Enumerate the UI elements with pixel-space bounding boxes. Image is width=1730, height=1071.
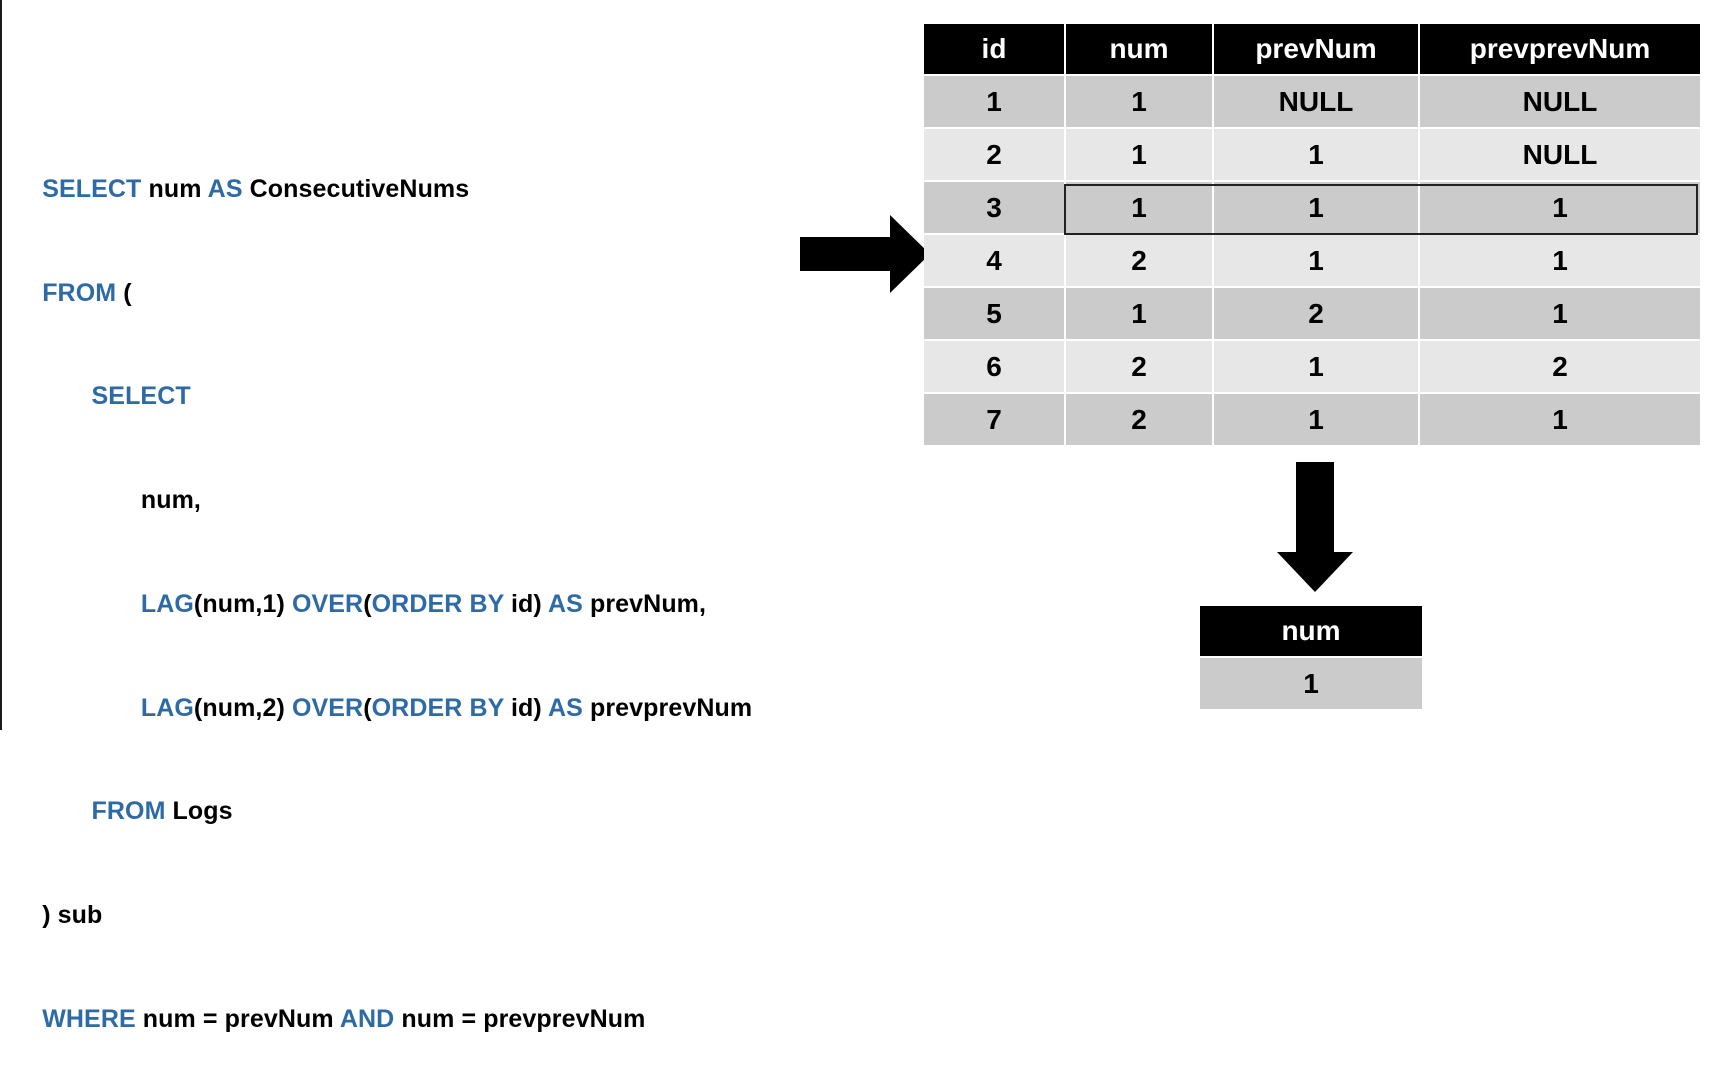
final-result-table: num 1 <box>1198 604 1424 711</box>
sql-token <box>42 590 141 618</box>
sql-token: SELECT <box>42 174 142 203</box>
sql-token: ORDER BY <box>371 589 504 618</box>
sql-token: prevNum, <box>582 589 707 618</box>
sql-query-code: SELECT num AS ConsecutiveNums FROM ( SEL… <box>14 68 752 1037</box>
header-id: id <box>924 24 1064 74</box>
cell-prevprevnum: NULL <box>1420 76 1700 127</box>
sql-line: WHERE num = prevNum AND num = prevprevNu… <box>14 967 752 1033</box>
cell-id: 4 <box>924 235 1064 286</box>
sql-line: num, <box>14 449 752 514</box>
sql-token: OVER <box>291 589 364 618</box>
sql-token: AS <box>547 693 583 722</box>
sql-line: LAG(num,2) OVER(ORDER BY id) AS prevprev… <box>14 656 752 722</box>
cell-num: 2 <box>1066 235 1212 286</box>
table-header-row: id num prevNum prevprevNum <box>924 24 1700 74</box>
cell-id: 6 <box>924 341 1064 392</box>
sql-line: ) sub <box>14 864 752 929</box>
arrow-down-icon <box>1277 462 1353 592</box>
cell-prevprevnum: 2 <box>1420 341 1700 392</box>
sql-token: Logs <box>165 797 233 826</box>
header-prevnum: prevNum <box>1214 24 1418 74</box>
cell-prevprevnum: 1 <box>1420 235 1700 286</box>
cell-prevnum: 1 <box>1214 235 1418 286</box>
cell-prevprevnum: 1 <box>1420 394 1700 445</box>
sql-token: ( <box>363 693 372 722</box>
sql-token: num, <box>42 486 201 515</box>
cell-num: 1 <box>1200 658 1422 709</box>
cell-prevnum: 2 <box>1214 288 1418 339</box>
sql-token: SELECT <box>91 382 191 411</box>
table-header-row: num <box>1200 606 1422 656</box>
table-row: 6 2 1 2 <box>924 341 1700 392</box>
sql-line: SELECT num AS ConsecutiveNums <box>14 137 752 203</box>
cell-id: 3 <box>924 182 1064 233</box>
cell-prevprevnum: NULL <box>1420 129 1700 180</box>
sql-token: id) <box>503 693 548 722</box>
cell-prevnum: 1 <box>1214 182 1418 233</box>
cell-id: 1 <box>924 76 1064 127</box>
arrow-right-icon <box>800 215 930 293</box>
table-row: 5 1 2 1 <box>924 288 1700 339</box>
sql-token: ORDER BY <box>371 693 504 722</box>
cell-num: 1 <box>1066 182 1212 233</box>
sql-token: ( <box>116 278 132 307</box>
sql-token <box>42 382 91 410</box>
sql-token: (num,2) <box>193 693 292 722</box>
cell-prevnum: 1 <box>1214 394 1418 445</box>
sql-token: ( <box>363 589 372 618</box>
header-num: num <box>1066 24 1212 74</box>
cell-prevnum: 1 <box>1214 129 1418 180</box>
table-row: 2 1 1 NULL <box>924 129 1700 180</box>
sql-line: LAG(num,1) OVER(ORDER BY id) AS prevNum, <box>14 552 752 618</box>
sql-token: FROM <box>91 797 166 826</box>
cell-num: 1 <box>1066 76 1212 127</box>
cell-num: 1 <box>1066 129 1212 180</box>
cell-prevprevnum: 1 <box>1420 182 1700 233</box>
table-row: 4 2 1 1 <box>924 235 1700 286</box>
left-border-line <box>0 0 2 730</box>
sql-token: ConsecutiveNums <box>242 174 470 203</box>
cell-id: 7 <box>924 394 1064 445</box>
sql-line: FROM Logs <box>14 760 752 825</box>
table-row: 7 2 1 1 <box>924 394 1700 445</box>
cell-num: 2 <box>1066 341 1212 392</box>
cell-id: 2 <box>924 129 1064 180</box>
table-row: 1 1 NULL NULL <box>924 76 1700 127</box>
header-prevprevnum: prevprevNum <box>1420 24 1700 74</box>
sql-token: LAG <box>140 693 194 722</box>
cell-prevprevnum: 1 <box>1420 288 1700 339</box>
table-row-highlighted: 3 1 1 1 <box>924 182 1700 233</box>
sql-token: AS <box>207 174 243 203</box>
cell-num: 2 <box>1066 394 1212 445</box>
cell-prevnum: 1 <box>1214 341 1418 392</box>
sql-token: num = prevNum <box>135 1005 340 1034</box>
sql-token: num = prevprevNum <box>394 1005 646 1034</box>
header-num: num <box>1200 606 1422 656</box>
sql-token: id) <box>503 589 548 618</box>
table-row: 1 <box>1200 658 1422 709</box>
sql-token: FROM <box>42 278 117 307</box>
sql-token <box>42 694 141 722</box>
sql-token: AND <box>339 1005 395 1034</box>
sql-token: num <box>141 174 208 203</box>
sql-line: FROM ( <box>14 241 752 307</box>
sql-token: (num,1) <box>193 589 292 618</box>
lag-results-table: id num prevNum prevprevNum 1 1 NULL NULL… <box>922 22 1702 447</box>
sql-token: ) sub <box>42 901 103 930</box>
sql-token: AS <box>547 589 583 618</box>
sql-token: WHERE <box>42 1005 136 1034</box>
sql-token <box>42 797 91 825</box>
sql-token: LAG <box>140 589 194 618</box>
sql-token: prevprevNum <box>582 693 753 722</box>
sql-token: OVER <box>291 693 364 722</box>
sql-line: SELECT <box>14 345 752 410</box>
cell-num: 1 <box>1066 288 1212 339</box>
cell-id: 5 <box>924 288 1064 339</box>
cell-prevnum: NULL <box>1214 76 1418 127</box>
